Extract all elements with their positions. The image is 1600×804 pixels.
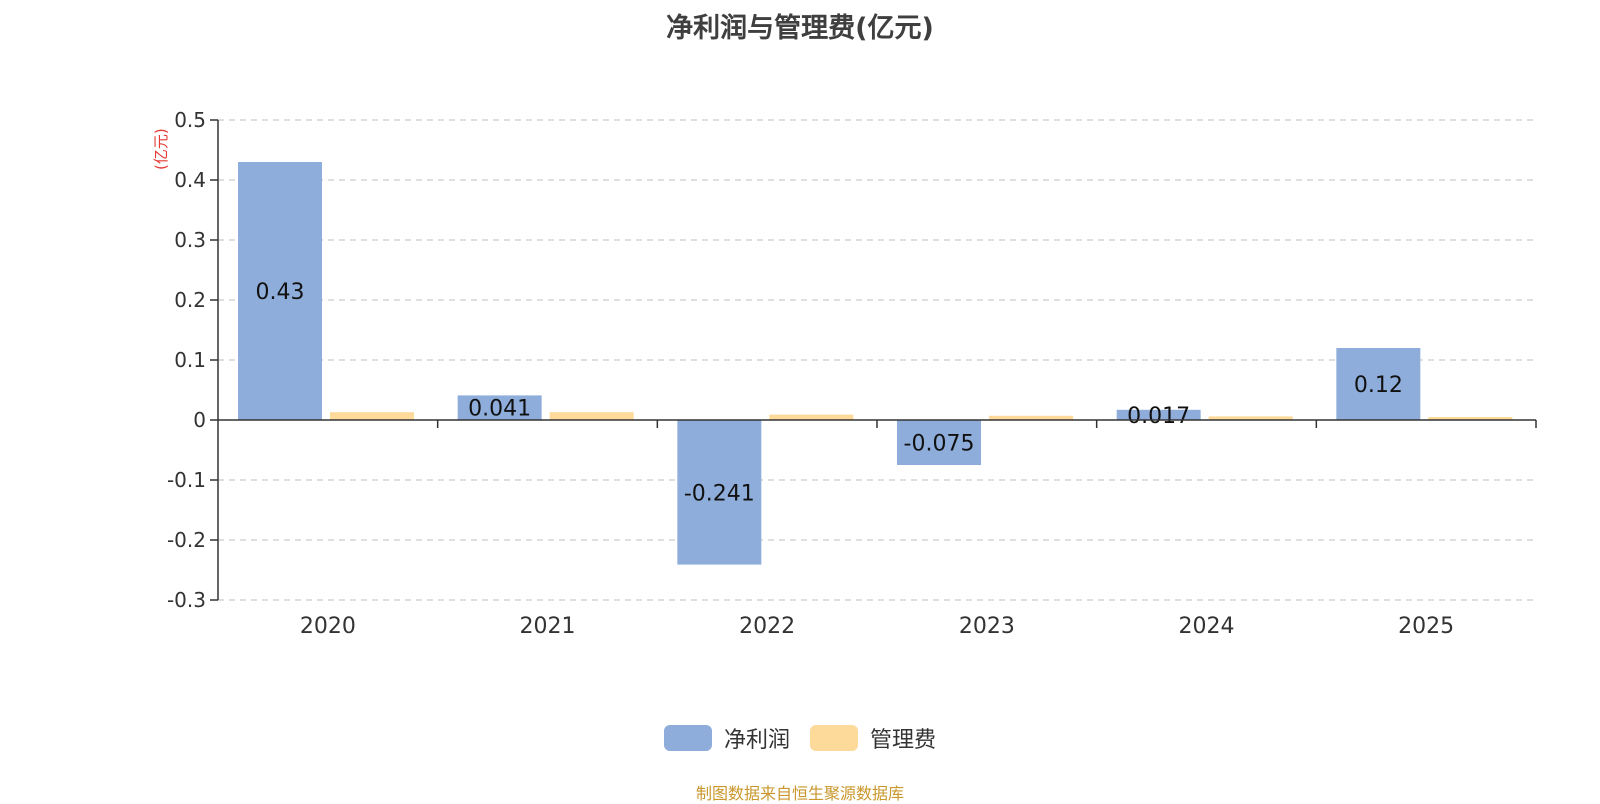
bar-admin-fee xyxy=(769,414,854,420)
legend: 净利润 管理费 xyxy=(0,722,1600,754)
y-tick-label: 0.4 xyxy=(174,168,206,192)
legend-label-net-profit: 净利润 xyxy=(723,728,790,753)
data-label-net-profit: -0.075 xyxy=(904,432,975,457)
data-source-note: 制图数据来自恒生聚源数据库 xyxy=(695,784,904,803)
bar-admin-fee xyxy=(1208,416,1293,420)
data-label-net-profit: 0.017 xyxy=(1127,404,1190,429)
y-tick-label: 0.3 xyxy=(174,228,206,252)
data-label-net-profit: 0.12 xyxy=(1354,373,1403,398)
bar-admin-fee xyxy=(330,412,414,420)
bar-net-profit xyxy=(238,162,322,420)
legend-item-admin-fee[interactable]: 管理费 xyxy=(810,722,936,754)
y-tick-label: -0.2 xyxy=(167,528,206,552)
y-tick-label: -0.1 xyxy=(167,468,206,492)
bar-net-profit xyxy=(677,420,762,565)
legend-item-net-profit[interactable]: 净利润 xyxy=(663,722,790,754)
y-tick-label: 0 xyxy=(193,408,206,432)
data-label-net-profit: 0.43 xyxy=(256,280,305,305)
data-label-net-profit: -0.241 xyxy=(684,481,755,506)
bar-net-profit xyxy=(1116,409,1201,420)
y-tick-label: 0.2 xyxy=(174,288,206,312)
y-tick-label: -0.3 xyxy=(167,588,206,612)
bar-net-profit xyxy=(457,395,542,420)
legend-swatch-admin-fee xyxy=(810,725,858,751)
legend-swatch-net-profit xyxy=(663,725,712,751)
data-label-net-profit: 0.041 xyxy=(468,397,531,422)
bar-net-profit xyxy=(1336,348,1421,420)
bar-admin-fee xyxy=(1428,417,1513,420)
x-tick-label: 2025 xyxy=(1398,614,1454,639)
x-tick-label: 2020 xyxy=(300,614,356,639)
y-tick-label: 0.5 xyxy=(174,108,206,132)
y-tick-label: 0.1 xyxy=(174,348,206,372)
x-tick-label: 2021 xyxy=(520,614,576,639)
x-tick-label: 2022 xyxy=(739,614,795,639)
x-tick-label: 2024 xyxy=(1179,614,1235,639)
bar-net-profit xyxy=(897,420,981,465)
x-tick-label: 2023 xyxy=(959,614,1015,639)
bar-admin-fee xyxy=(549,412,634,420)
chart-title: 净利润与管理费(亿元) xyxy=(666,13,934,44)
legend-label-admin-fee: 管理费 xyxy=(870,728,937,753)
bar-admin-fee xyxy=(989,415,1073,420)
